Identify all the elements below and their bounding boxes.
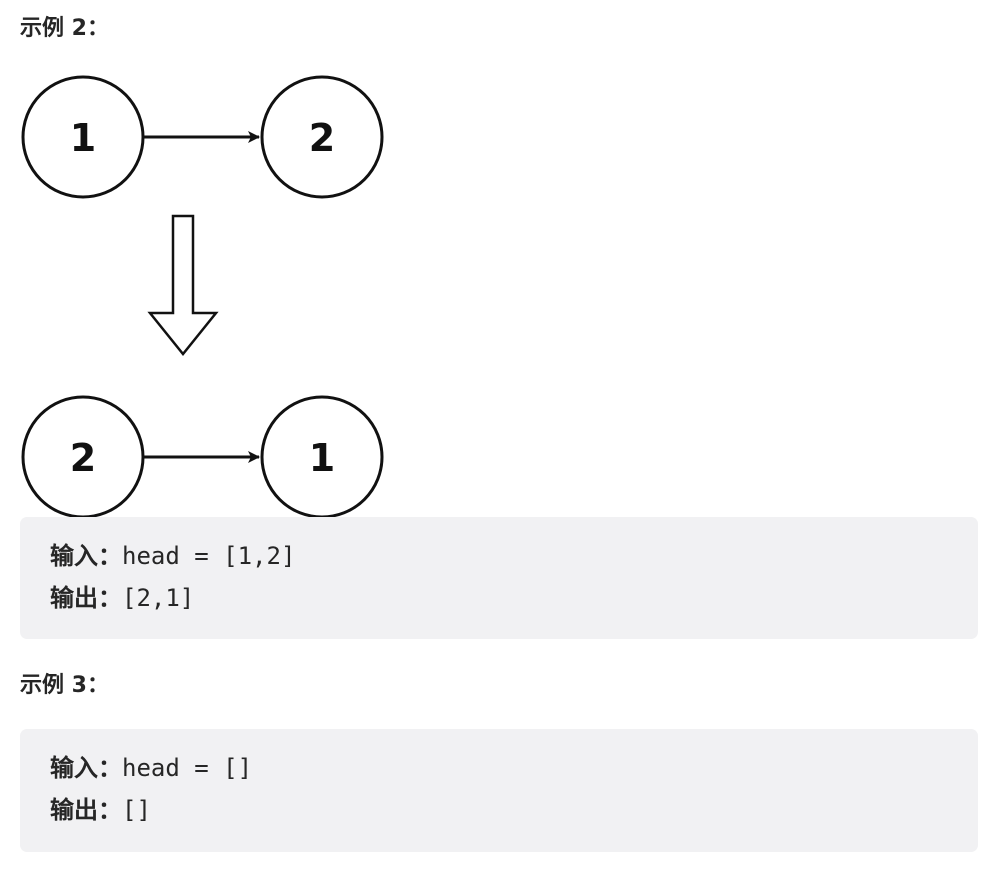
output-label: 输出： xyxy=(50,796,122,824)
output-line: 输出：[2,1] xyxy=(50,586,194,610)
input-value: head = [1,2] xyxy=(122,542,296,570)
output-label: 输出： xyxy=(50,584,122,612)
example-2-code-block: 输入：head = [1,2] 输出：[2,1] xyxy=(20,517,978,639)
output-line: 输出：[] xyxy=(50,798,151,822)
node-value: 2 xyxy=(70,436,96,480)
output-value: [] xyxy=(122,796,151,824)
input-label: 输入： xyxy=(50,754,122,782)
transform-down-arrow-icon xyxy=(147,214,219,356)
input-label: 输入： xyxy=(50,542,122,570)
input-value: head = [] xyxy=(122,754,253,782)
example-3-heading: 示例 3： xyxy=(20,673,109,698)
after-list: 2 1 xyxy=(21,395,384,519)
example-2-heading: 示例 2： xyxy=(20,16,109,41)
node-value: 2 xyxy=(309,116,335,160)
before-list: 1 2 xyxy=(21,75,384,199)
input-line: 输入：head = [] xyxy=(50,756,252,780)
example-3-code-block: 输入：head = [] 输出：[] xyxy=(20,729,978,852)
list-node xyxy=(260,75,384,199)
node-value: 1 xyxy=(70,116,96,160)
output-value: [2,1] xyxy=(122,584,195,612)
linked-list-reverse-diagram: 1 2 2 1 xyxy=(21,75,384,519)
node-value: 1 xyxy=(309,436,335,480)
input-line: 输入：head = [1,2] xyxy=(50,544,295,568)
